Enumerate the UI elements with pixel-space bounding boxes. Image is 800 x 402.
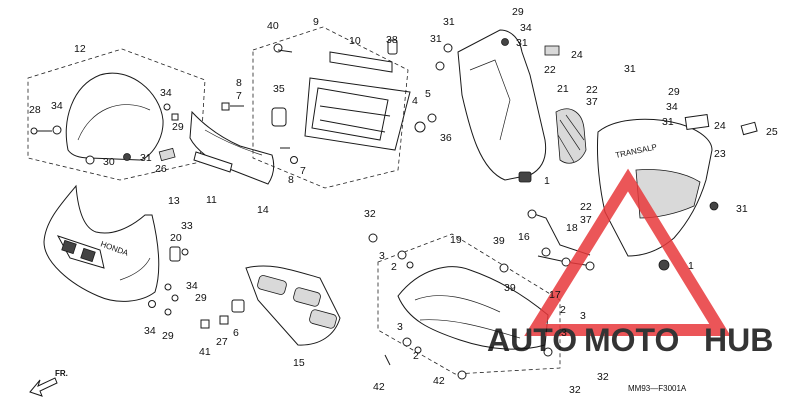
callout-9: 9 — [313, 16, 319, 28]
callout-34: 34 — [666, 101, 678, 113]
fairing-stay-group — [252, 26, 411, 189]
callout-10: 10 — [349, 35, 361, 47]
callout-7: 7 — [300, 165, 306, 177]
callout-27: 27 — [216, 336, 228, 348]
callout-34: 34 — [160, 87, 172, 99]
callout-17: 17 — [549, 289, 561, 301]
callout-12: 12 — [74, 43, 86, 55]
callout-32: 32 — [364, 208, 376, 220]
callout-38: 38 — [386, 34, 398, 46]
callout-8: 8 — [288, 174, 294, 186]
callout-32: 32 — [569, 384, 581, 396]
inner-panel — [189, 102, 298, 185]
direction-label: FR. — [55, 369, 68, 378]
callout-26: 26 — [155, 163, 167, 175]
callout-20: 20 — [170, 232, 182, 244]
callout-32: 32 — [597, 371, 609, 383]
callout-13: 13 — [168, 195, 180, 207]
callout-2: 2 — [391, 261, 397, 273]
bracket-group — [499, 209, 595, 273]
side-shroud: TRANSALP — [597, 113, 758, 271]
part-35 — [271, 107, 287, 127]
callout-31: 31 — [662, 116, 674, 128]
front-fairing: HONDA — [43, 184, 189, 316]
front-direction-arrow: FR. — [29, 369, 68, 397]
part-20 — [169, 246, 181, 262]
callout-34: 34 — [51, 100, 63, 112]
callout-41: 41 — [199, 346, 211, 358]
callout-2: 2 — [413, 350, 419, 362]
callout-28: 28 — [29, 104, 41, 116]
callout-19: 19 — [450, 234, 462, 246]
callout-34: 34 — [520, 22, 532, 34]
callout-1: 1 — [544, 175, 550, 187]
windscreen — [65, 72, 164, 161]
callout-30: 30 — [103, 156, 115, 168]
callout-16: 16 — [518, 231, 530, 243]
inner-housing-group — [435, 29, 560, 183]
callout-31: 31 — [430, 33, 442, 45]
callout-24: 24 — [571, 49, 583, 61]
callout-8: 8 — [236, 77, 242, 89]
washer-34 — [52, 125, 62, 135]
watermark-word-2: MOTO — [584, 322, 679, 358]
callout-31: 31 — [443, 16, 455, 28]
callout-3: 3 — [580, 310, 586, 322]
part-1b — [658, 259, 670, 271]
mesh-panel — [555, 108, 587, 164]
callout-39: 39 — [493, 235, 505, 247]
callout-23: 23 — [714, 148, 726, 160]
callout-42: 42 — [433, 375, 445, 387]
callout-29: 29 — [512, 6, 524, 18]
callout-39: 39 — [504, 282, 516, 294]
callout-29: 29 — [162, 330, 174, 342]
watermark-word-1: AUTO — [487, 322, 577, 358]
callout-7: 7 — [236, 90, 242, 102]
callout-5: 5 — [425, 88, 431, 100]
under-cover-left — [200, 265, 341, 346]
callout-40: 40 — [267, 20, 279, 32]
callout-1: 1 — [688, 260, 694, 272]
callout-3: 3 — [561, 327, 567, 339]
callout-33: 33 — [181, 220, 193, 232]
callout-31: 31 — [736, 203, 748, 215]
callout-25: 25 — [766, 126, 778, 138]
diagram-code: MM93—F3001A — [628, 384, 687, 393]
watermark: AUTO MOTO HUB — [487, 168, 773, 358]
callout-3: 3 — [397, 321, 403, 333]
callout-34: 34 — [186, 280, 198, 292]
lower-cowl-group — [368, 233, 561, 380]
callout-34: 34 — [144, 325, 156, 337]
callout-22: 22 — [544, 64, 556, 76]
callout-15: 15 — [293, 357, 305, 369]
callout-22: 22 — [586, 84, 598, 96]
sticker-26 — [158, 147, 176, 162]
callout-3: 3 — [379, 250, 385, 262]
callout-31: 31 — [140, 152, 152, 164]
callout-21: 21 — [557, 83, 569, 95]
callout-6: 6 — [233, 327, 239, 339]
callout-36: 36 — [440, 132, 452, 144]
callout-18: 18 — [566, 222, 578, 234]
callout-29: 29 — [172, 121, 184, 133]
callout-37: 37 — [586, 96, 598, 108]
part-1a — [518, 171, 532, 183]
callout-29: 29 — [195, 292, 207, 304]
callout-22: 22 — [580, 201, 592, 213]
callout-35: 35 — [273, 83, 285, 95]
callout-31: 31 — [516, 37, 528, 49]
callout-11: 11 — [206, 194, 217, 206]
watermark-word-3: HUB — [704, 322, 773, 358]
callout-4: 4 — [412, 95, 418, 107]
callout-37: 37 — [580, 214, 592, 226]
callout-42: 42 — [373, 381, 385, 393]
callout-2: 2 — [560, 304, 566, 316]
callout-29: 29 — [668, 86, 680, 98]
callout-24: 24 — [714, 120, 726, 132]
callout-14: 14 — [257, 204, 269, 216]
windscreen-group — [27, 48, 206, 181]
callout-31: 31 — [624, 63, 636, 75]
callout-numbers: 12 28 34 34 29 30 31 26 40 9 10 38 8 7 3… — [29, 6, 778, 396]
